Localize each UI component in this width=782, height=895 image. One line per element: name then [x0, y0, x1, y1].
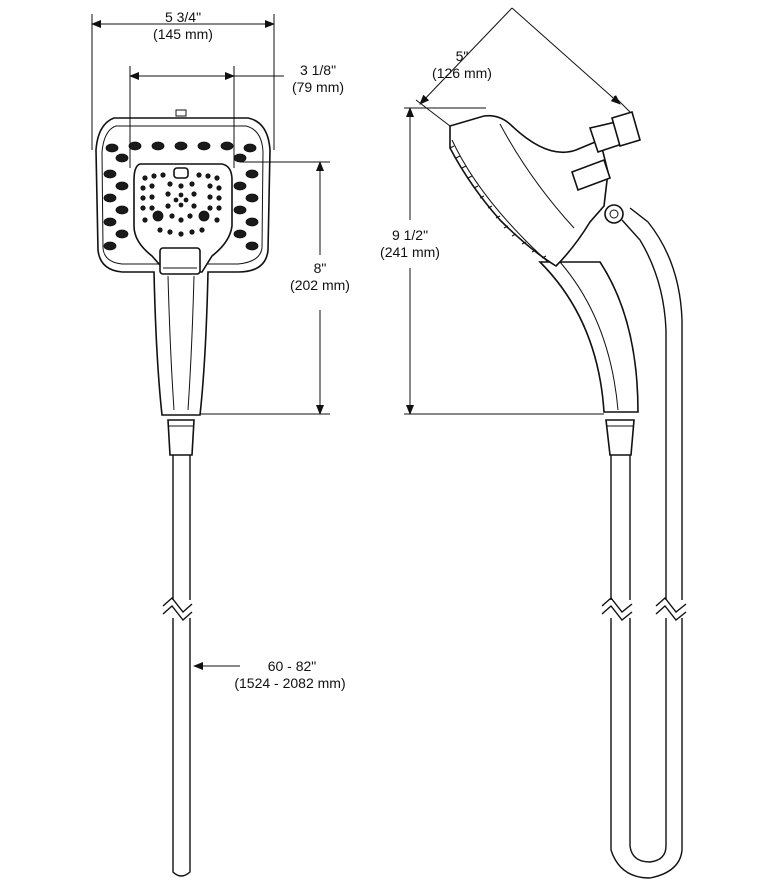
side-view — [449, 111, 687, 879]
front-dimensions — [91, 14, 330, 670]
side-handle-outline — [538, 261, 639, 413]
head-length-imperial: 8" — [314, 260, 327, 276]
spray-face-panel — [133, 163, 233, 273]
hose-length-metric: (1524 - 2082 mm) — [234, 675, 345, 691]
side-height-metric: (241 mm) — [380, 244, 440, 260]
inner-nozzles — [140, 167, 222, 237]
side-hose — [601, 207, 687, 879]
front-view — [95, 109, 271, 877]
outer-nozzles — [103, 141, 259, 251]
front-hose — [162, 419, 195, 877]
spray-face-width-imperial: 3 1/8" — [300, 62, 336, 78]
front-width-imperial: 5 3/4" — [165, 9, 201, 25]
front-width-metric: (145 mm) — [153, 26, 213, 42]
side-depth-imperial: 5" — [456, 48, 469, 64]
side-depth-metric: (126 mm) — [432, 65, 492, 81]
break-symbol-icon — [162, 596, 193, 622]
side-head-outline — [449, 114, 609, 268]
spray-face-width-metric: (79 mm) — [292, 79, 344, 95]
head-length-metric: (202 mm) — [290, 277, 350, 293]
hose-length-imperial: 60 - 82" — [268, 658, 317, 674]
break-symbol-icon — [601, 596, 633, 621]
mode-button — [159, 247, 201, 275]
side-dimensions — [404, 7, 631, 415]
side-height-imperial: 9 1/2" — [392, 227, 428, 243]
break-symbol-icon — [655, 596, 687, 621]
